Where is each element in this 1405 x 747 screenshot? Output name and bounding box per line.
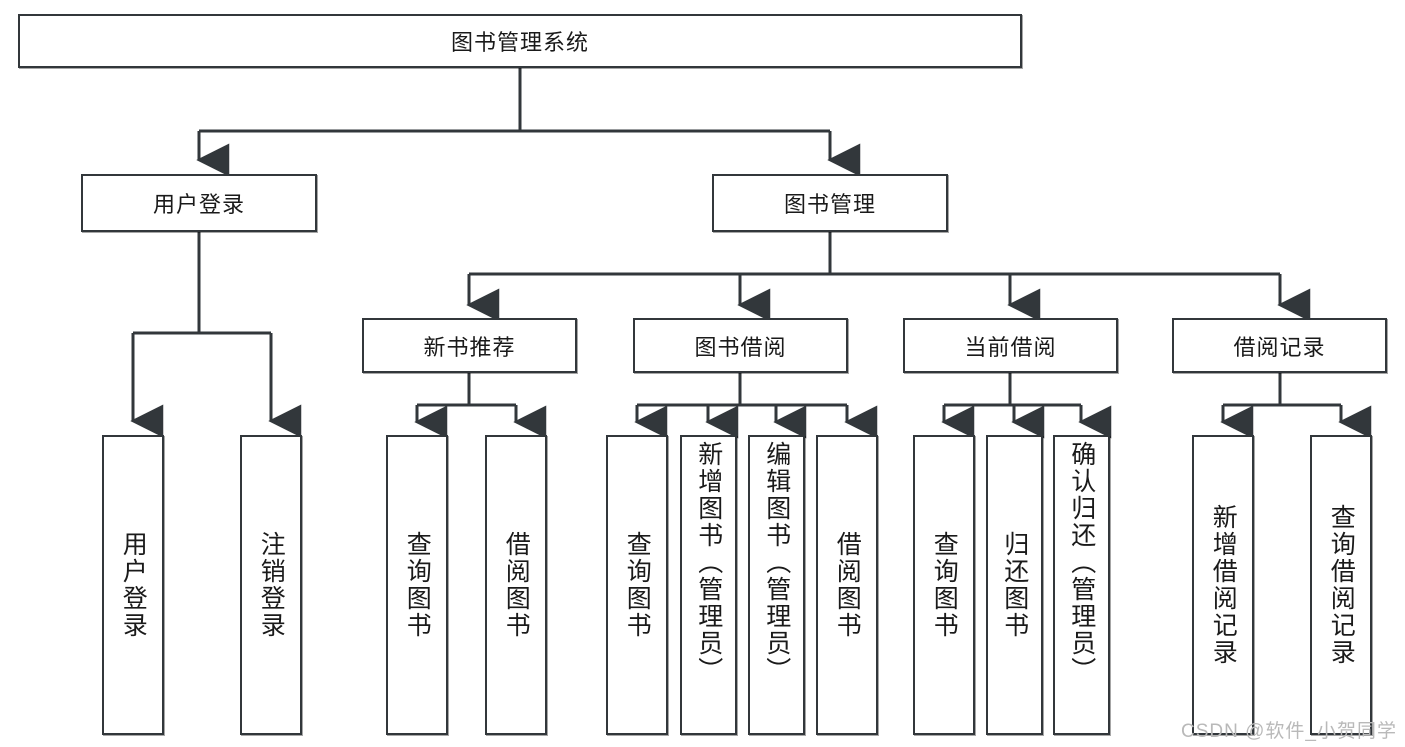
leaf-confirm-return-admin-label: 确认归还（管理员） bbox=[1067, 441, 1096, 684]
leaf-query-book-current[interactable]: 查询图书 bbox=[913, 435, 975, 735]
node-book-borrow[interactable]: 图书借阅 bbox=[633, 318, 848, 373]
node-root-label: 图书管理系统 bbox=[450, 30, 589, 55]
node-root[interactable]: 图书管理系统 bbox=[18, 14, 1022, 68]
leaf-borrow-book[interactable]: 借阅图书 bbox=[816, 435, 878, 735]
node-user-login[interactable]: 用户登录 bbox=[81, 174, 317, 232]
leaf-query-borrow-record-label: 查询借阅记录 bbox=[1327, 504, 1356, 666]
leaf-borrow-book-newbook[interactable]: 借阅图书 bbox=[485, 435, 547, 735]
leaf-borrow-book-label: 借阅图书 bbox=[833, 531, 862, 639]
leaf-add-borrow-record-label: 新增借阅记录 bbox=[1209, 504, 1238, 666]
node-book-borrow-label: 图书借阅 bbox=[694, 334, 787, 360]
leaf-query-book-newbook[interactable]: 查询图书 bbox=[386, 435, 448, 735]
leaf-query-book-borrow-label: 查询图书 bbox=[623, 531, 652, 639]
watermark-text: CSDN @软件_小贺同学 bbox=[1181, 721, 1397, 742]
node-new-book-recommend-label: 新书推荐 bbox=[423, 334, 516, 360]
leaf-user-login[interactable]: 用户登录 bbox=[102, 435, 164, 735]
leaf-confirm-return-admin[interactable]: 确认归还（管理员） bbox=[1053, 435, 1110, 735]
leaf-query-book-current-label: 查询图书 bbox=[930, 531, 959, 639]
leaf-edit-book-admin-label: 编辑图书（管理员） bbox=[762, 441, 791, 684]
leaf-logout[interactable]: 注销登录 bbox=[240, 435, 302, 735]
leaf-logout-label: 注销登录 bbox=[257, 531, 286, 639]
node-borrow-record[interactable]: 借阅记录 bbox=[1172, 318, 1387, 373]
leaf-add-book-admin-label: 新增图书（管理员） bbox=[694, 441, 723, 684]
leaf-user-login-label: 用户登录 bbox=[119, 531, 148, 639]
node-book-management[interactable]: 图书管理 bbox=[712, 174, 948, 232]
node-new-book-recommend[interactable]: 新书推荐 bbox=[362, 318, 577, 373]
node-current-borrow[interactable]: 当前借阅 bbox=[903, 318, 1118, 373]
leaf-query-book-borrow[interactable]: 查询图书 bbox=[606, 435, 668, 735]
node-current-borrow-label: 当前借阅 bbox=[964, 334, 1057, 360]
leaf-query-borrow-record[interactable]: 查询借阅记录 bbox=[1310, 435, 1372, 735]
node-book-management-label: 图书管理 bbox=[783, 192, 876, 217]
leaf-return-book-label: 归还图书 bbox=[1000, 531, 1029, 639]
leaf-add-borrow-record[interactable]: 新增借阅记录 bbox=[1192, 435, 1254, 735]
leaf-add-book-admin[interactable]: 新增图书（管理员） bbox=[680, 435, 737, 735]
leaf-return-book[interactable]: 归还图书 bbox=[986, 435, 1043, 735]
leaf-borrow-book-newbook-label: 借阅图书 bbox=[502, 531, 531, 639]
leaf-edit-book-admin[interactable]: 编辑图书（管理员） bbox=[748, 435, 805, 735]
node-borrow-record-label: 借阅记录 bbox=[1233, 334, 1326, 360]
node-user-login-label: 用户登录 bbox=[152, 192, 245, 217]
leaf-query-book-newbook-label: 查询图书 bbox=[403, 531, 432, 639]
